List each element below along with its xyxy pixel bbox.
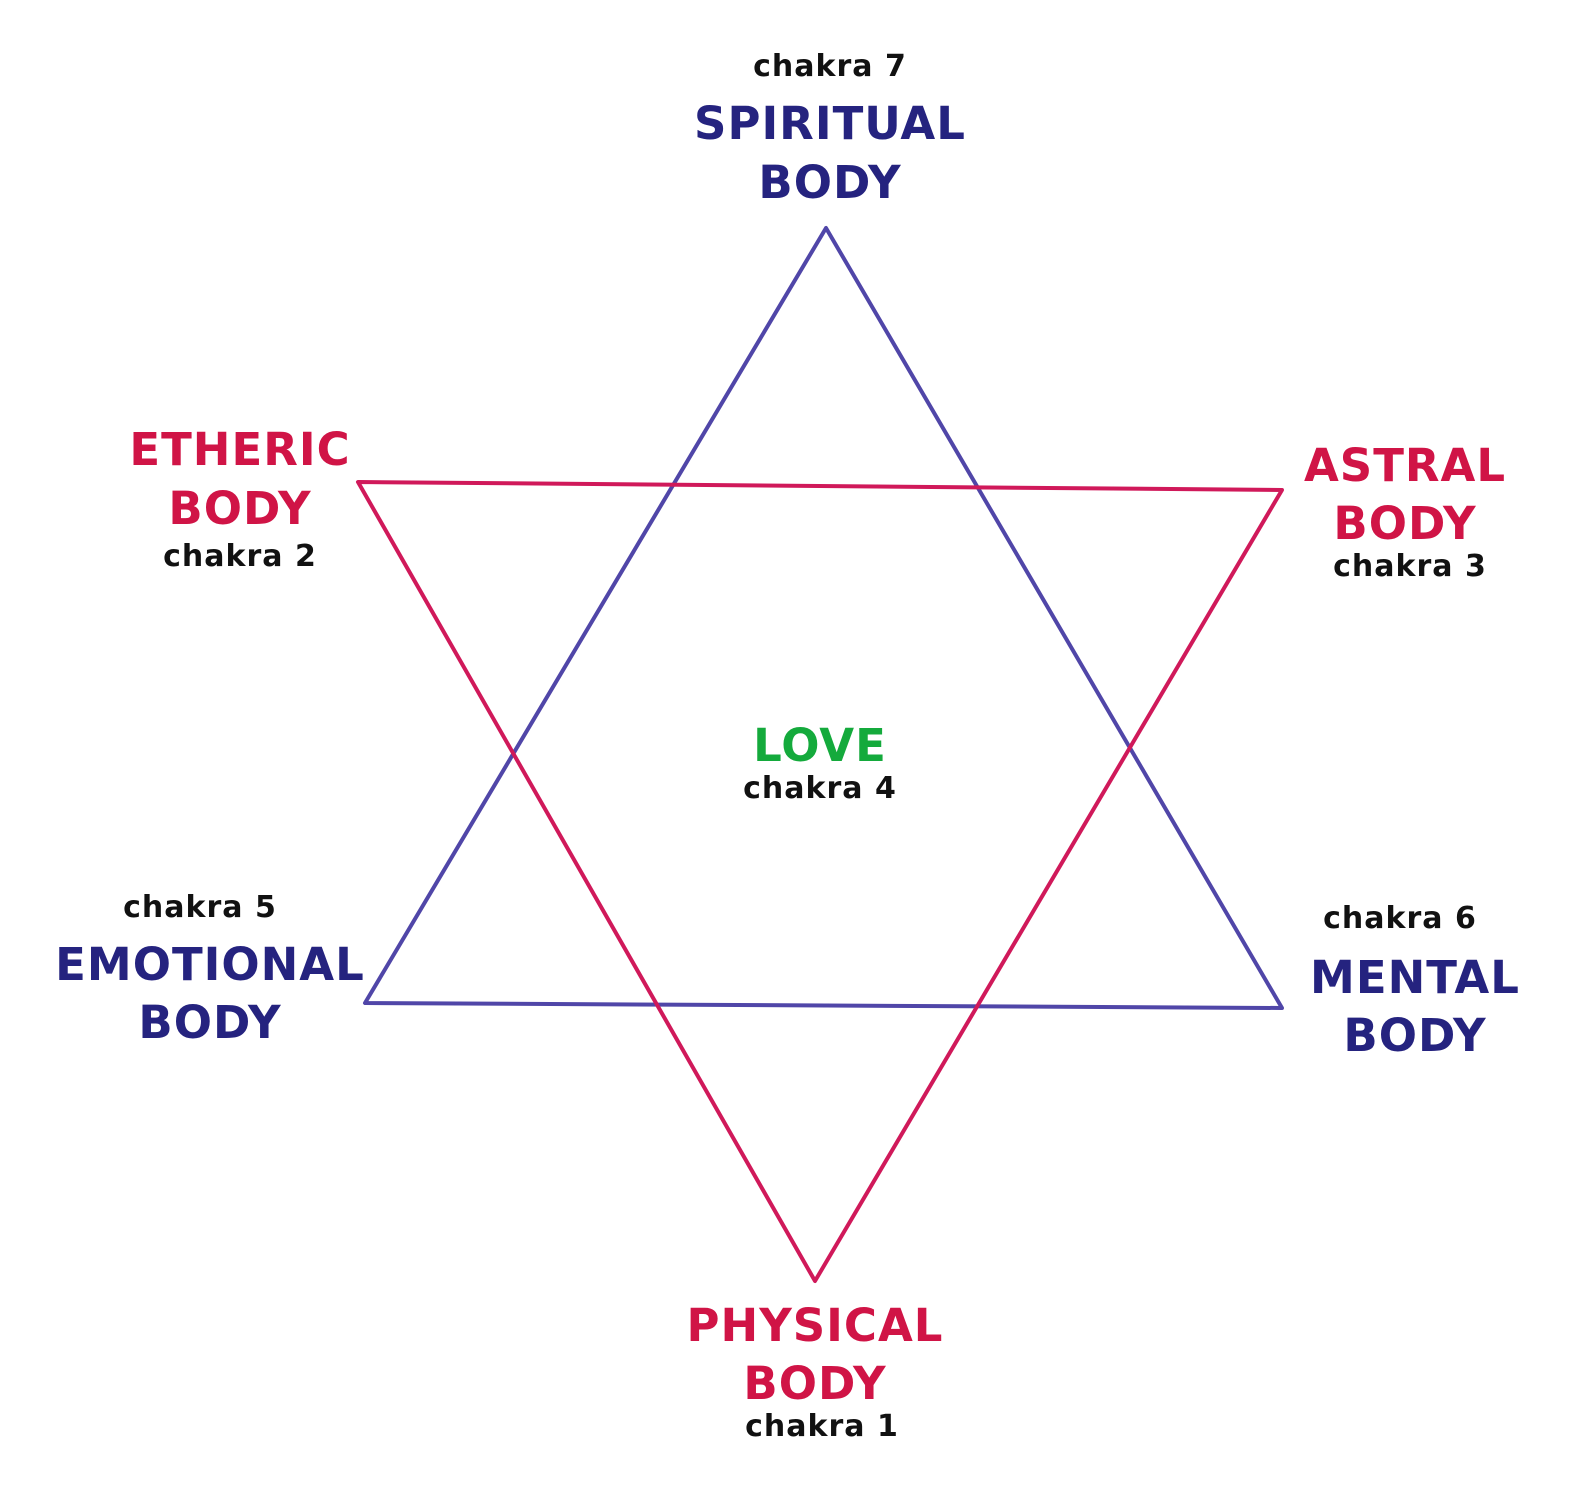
- mental-body-title: MENTAL: [1310, 951, 1520, 1004]
- downward-triangle: [356, 480, 1284, 1283]
- chakra-4-label: chakra 4: [743, 771, 897, 806]
- emotional-body-title: EMOTIONAL: [55, 938, 365, 991]
- chakra-7-label: chakra 7: [753, 49, 907, 84]
- love-title: LOVE: [753, 719, 887, 772]
- spiritual-body-title: SPIRITUAL: [694, 97, 966, 150]
- upward-triangle: [363, 226, 1284, 1010]
- chakra-5-label: chakra 5: [123, 890, 277, 925]
- chakra-3-label: chakra 3: [1333, 549, 1487, 584]
- etheric-body-subtitle: BODY: [168, 482, 312, 535]
- emotional-body-subtitle: BODY: [138, 996, 282, 1049]
- chakra-1-label: chakra 1: [745, 1409, 899, 1444]
- chakra-2-label: chakra 2: [163, 539, 317, 574]
- physical-body-subtitle: BODY: [743, 1357, 887, 1410]
- astral-body-subtitle: BODY: [1333, 497, 1477, 550]
- chakra-6-label: chakra 6: [1323, 901, 1477, 936]
- spiritual-body-subtitle: BODY: [758, 156, 902, 209]
- mental-body-subtitle: BODY: [1343, 1009, 1487, 1062]
- physical-body-title: PHYSICAL: [686, 1299, 944, 1352]
- etheric-body-title: ETHERIC: [129, 423, 351, 476]
- astral-body-title: ASTRAL: [1303, 439, 1507, 492]
